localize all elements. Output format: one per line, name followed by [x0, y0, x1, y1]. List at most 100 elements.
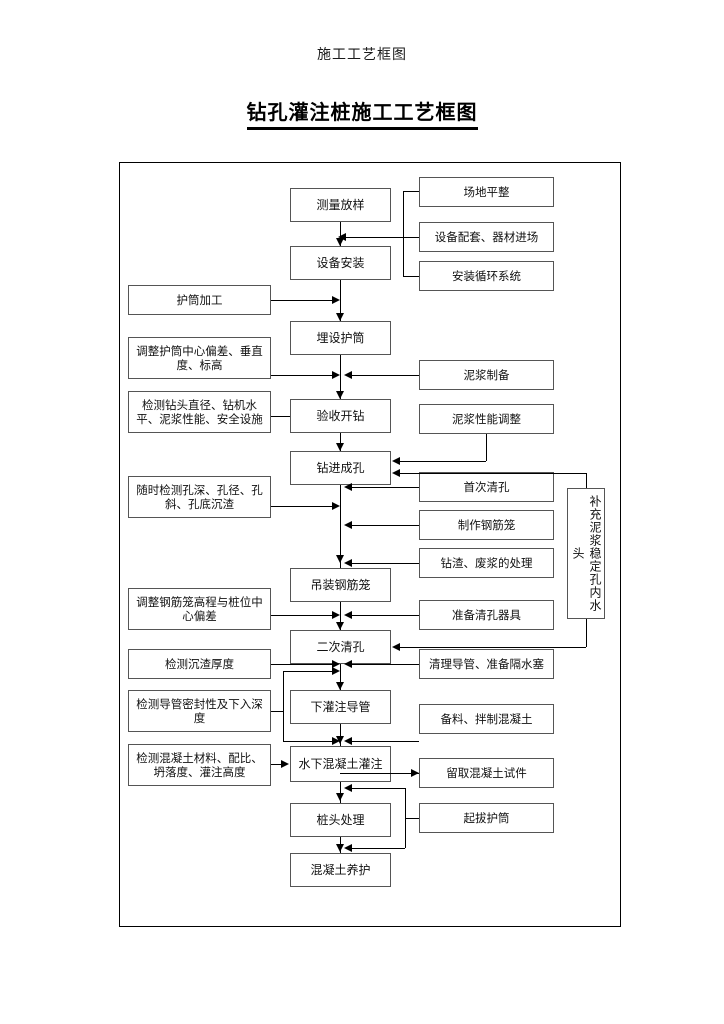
connector-mud-adjust-down: [486, 434, 487, 461]
connector-withdraw-casing-out: [405, 818, 419, 819]
arrowhead-prepare-tools: [344, 611, 352, 619]
arrowhead-check-concrete: [281, 760, 289, 768]
arrowhead-concrete-curing: [336, 844, 344, 852]
node-equipment-material-entry[interactable]: 设备配套、器材进场: [419, 222, 554, 252]
connector-sediment-to-center: [271, 664, 334, 665]
arrowhead-adjust-casing: [332, 371, 340, 379]
arrowhead-embed-casing: [336, 313, 344, 321]
node-hoist-rebar-cage[interactable]: 吊装钢筋笼: [290, 568, 391, 602]
node-clean-pipe-plug[interactable]: 清理导管、准备隔水塞: [419, 649, 554, 679]
connector-concrete-to-samples: [340, 773, 419, 774]
connector-slag-to-center: [348, 563, 419, 564]
node-acceptance-drill[interactable]: 验收开钻: [290, 399, 391, 433]
arrowhead-take-samples: [411, 769, 419, 777]
node-check-bit-and-rig[interactable]: 检测钻头直径、钻机水平、泥浆性能、安全设施: [128, 391, 271, 433]
node-underwater-concrete[interactable]: 水下混凝土灌注: [290, 746, 391, 782]
arrowhead-install: [336, 238, 344, 246]
node-withdraw-casing[interactable]: 起拔护筒: [419, 803, 554, 833]
connector-monitor-to-center: [271, 506, 334, 507]
arrowhead-hoist-cage: [336, 555, 344, 563]
node-slag-slurry-disposal[interactable]: 钻渣、废浆的处理: [419, 548, 554, 578]
node-make-rebar-cage[interactable]: 制作钢筋笼: [419, 510, 554, 540]
page-title: 钻孔灌注桩施工工艺框图: [0, 99, 724, 130]
arrowhead-pile-head: [336, 793, 344, 801]
connector-pipe-seal-out: [271, 711, 283, 712]
connector-second-clean-to-tremie: [340, 664, 341, 690]
node-second-cleaning[interactable]: 二次清孔: [290, 630, 391, 664]
arrowhead-sediment: [332, 660, 340, 668]
connector-tremie-to-concrete: [340, 724, 341, 746]
node-adjust-cage-elevation[interactable]: 调整钢筋笼高程与桩位中心偏差: [128, 588, 271, 630]
connector-casing-to-acceptance: [340, 355, 341, 399]
connector-first-clean-to-center: [348, 487, 419, 488]
connector-pipe-seal-upper: [283, 671, 334, 672]
connector-prepare-tools-to-center: [348, 615, 419, 616]
arrowhead-lower-tremie: [336, 682, 344, 690]
connector-install-to-casing: [340, 280, 341, 321]
connector-concrete-to-pile-head: [340, 782, 341, 803]
connector-adjust-casing-to-center: [271, 375, 334, 376]
connector-mud-prep-to-center: [348, 375, 419, 376]
node-mud-property-adjust[interactable]: 泥浆性能调整: [419, 404, 554, 434]
arrowhead-batch-mix: [344, 737, 352, 745]
arrowhead-acceptance: [336, 391, 344, 399]
arrowhead-underwater-concrete: [336, 736, 344, 744]
node-prepare-cleaning-tools[interactable]: 准备清孔器具: [419, 600, 554, 630]
arrowhead-withdraw-lower: [344, 844, 352, 852]
node-site-leveling[interactable]: 场地平整: [419, 177, 554, 207]
node-install-circulation[interactable]: 安装循环系统: [419, 261, 554, 291]
node-casing-fabrication[interactable]: 护筒加工: [128, 285, 271, 315]
arrowhead-slag-disposal: [344, 559, 352, 567]
node-check-pipe-sealing[interactable]: 检测导管密封性及下入深度: [128, 690, 271, 732]
connector-acceptance-to-drill: [340, 433, 341, 451]
node-pile-head-treatment[interactable]: 桩头处理: [290, 803, 391, 837]
connector-withdraw-casing-bracket: [405, 788, 406, 848]
arrowhead-pipe-seal-upper: [332, 667, 340, 675]
connector-loop-bottom-vertical: [586, 619, 587, 647]
connector-withdraw-upper: [348, 788, 405, 789]
node-concrete-curing[interactable]: 混凝土养护: [290, 853, 391, 887]
node-drill-hole[interactable]: 钻进成孔: [290, 451, 391, 485]
connector-loop-top-horizontal: [400, 473, 586, 474]
connector-bracket-top-right: [403, 191, 404, 276]
arrowhead-mud-adjust: [392, 457, 400, 465]
connector-batch-mix-to-center: [348, 741, 419, 742]
connector-casing-fab-to-center: [271, 300, 334, 301]
node-equipment-install[interactable]: 设备安装: [290, 246, 391, 280]
arrowhead-drill-hole: [336, 443, 344, 451]
arrowhead-mud-prep: [344, 371, 352, 379]
connector-site-leveling-out: [403, 191, 419, 192]
node-replenish-mud-head[interactable]: 补充泥浆稳定孔内水头: [567, 488, 605, 619]
connector-make-cage-to-center: [348, 525, 419, 526]
connector-clean-pipe-to-center: [348, 664, 419, 665]
connector-drill-to-hoist: [340, 485, 341, 568]
node-lower-tremie-pipe[interactable]: 下灌注导管: [290, 690, 391, 724]
node-check-sediment-thickness[interactable]: 检测沉渣厚度: [128, 649, 271, 679]
connector-check-concrete-to-center: [271, 764, 283, 765]
connector-withdraw-lower: [348, 848, 405, 849]
connector-pipe-seal-lower: [283, 741, 334, 742]
node-check-concrete-material[interactable]: 检测混凝土材料、配比、坍落度、灌注高度: [128, 744, 271, 786]
node-first-cleaning[interactable]: 首次清孔: [419, 472, 554, 502]
connector-loop-bottom-horizontal: [400, 647, 586, 648]
arrowhead-material-entry: [338, 233, 346, 241]
arrowhead-withdraw-upper: [344, 784, 352, 792]
node-monitor-hole-params[interactable]: 随时检测孔深、孔径、孔斜、孔底沉渣: [128, 476, 271, 518]
page-title-text: 钻孔灌注桩施工工艺框图: [246, 99, 478, 130]
connector-adjust-cage-to-center: [271, 615, 334, 616]
arrowhead-second-clean: [336, 622, 344, 630]
node-batch-mix-concrete[interactable]: 备料、拌制混凝土: [419, 704, 554, 734]
arrowhead-first-clean: [344, 483, 352, 491]
connector-install-circulation-out: [403, 276, 419, 277]
connector-loop-top-vertical: [586, 473, 587, 488]
node-take-concrete-samples[interactable]: 留取混凝土试件: [419, 758, 554, 788]
arrowhead-loop-to-drill: [392, 469, 400, 477]
connector-mud-adjust-to-drill: [400, 461, 486, 462]
connector-check-bit-to-acceptance: [271, 416, 290, 417]
node-adjust-casing-position[interactable]: 调整护筒中心偏差、垂直度、标高: [128, 337, 271, 379]
connector-material-entry-to-center: [342, 237, 419, 238]
node-embed-casing[interactable]: 埋设护筒: [290, 321, 391, 355]
node-mud-preparation[interactable]: 泥浆制备: [419, 360, 554, 390]
node-measure-setout[interactable]: 测量放样: [290, 188, 391, 222]
